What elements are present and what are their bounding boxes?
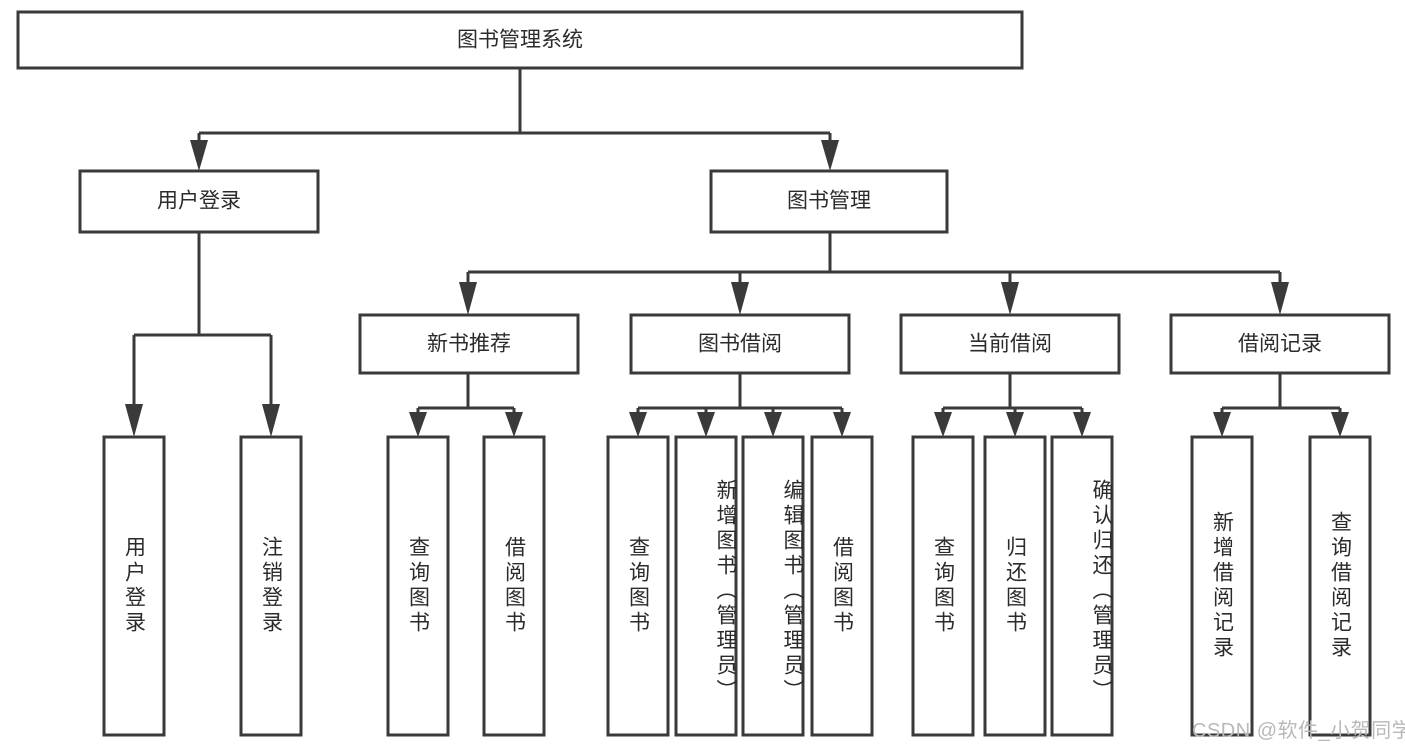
leaf-box-query-book-borrow[interactable] [606,435,670,737]
node-user-login-box [78,169,320,234]
arrow-head-leaf-return-book [1006,412,1024,437]
connector-book-management-to-level3 [459,232,1289,315]
arrow-head-leaf-edit-book-admin [764,412,782,437]
connector-current-borrow-to-leaves [934,373,1091,437]
node-book-management-label: 图书管理 [787,190,871,213]
arrow-head-user-login [190,140,208,171]
leaf-box-confirm-return-admin[interactable] [1050,435,1114,737]
arrow-head-leaf-borrow-book-recommend [505,412,523,437]
node-root[interactable]: 图书管理系统 [16,10,1024,70]
node-borrow-record-box [1169,313,1391,375]
arrow-head-leaf-query-book-borrow [629,412,647,437]
leaf-box-borrow-book[interactable] [810,435,874,737]
leaf-box-query-borrow-record[interactable] [1308,435,1372,737]
arrow-head-book-management [821,140,839,171]
node-new-book-recommend[interactable]: 新书推荐 [358,313,580,375]
leaf-box-edit-book-admin[interactable] [741,435,805,737]
arrow-head-leaf-add-borrow-record [1213,412,1231,437]
node-book-management[interactable]: 图书管理 [709,169,949,234]
leaf-box-add-borrow-record[interactable] [1190,435,1254,737]
node-borrow-record[interactable]: 借阅记录 [1169,313,1391,375]
csdn-watermark: CSDN @软件_小贺同学 [1192,720,1405,742]
arrow-head-new-book-recommend [459,282,477,315]
arrow-head-leaf-borrow-book [833,412,851,437]
arrow-head-leaf-query-book-recommend [409,412,427,437]
node-book-borrow-box [629,313,851,375]
leaf-box-return-book[interactable] [983,435,1047,737]
leaf-box-add-book-admin[interactable] [674,435,738,737]
arrow-head-leaf-user-login [125,404,143,437]
leaf-box-logout-login[interactable] [239,435,303,737]
arrow-head-borrow-record [1271,282,1289,315]
node-user-login[interactable]: 用户登录 [78,169,320,234]
leaf-box-borrow-book-recommend[interactable] [482,435,546,737]
node-new-book-recommend-label: 新书推荐 [427,333,511,356]
connector-root-to-level2 [190,68,839,171]
arrow-head-current-borrow [1001,282,1019,315]
connector-user-login-to-leaves [125,232,280,437]
arrow-head-leaf-confirm-return-admin [1073,412,1091,437]
arrow-head-leaf-query-borrow-record [1331,412,1349,437]
arrow-head-leaf-logout-login [262,404,280,437]
node-borrow-record-label: 借阅记录 [1238,333,1322,356]
connector-borrow-record-to-leaves [1213,373,1349,437]
connector-new-book-recommend-to-leaves [409,373,523,437]
leaf-box-query-book-current[interactable] [911,435,975,737]
node-book-management-box [709,169,949,234]
node-current-borrow[interactable]: 当前借阅 [899,313,1121,375]
leaf-box-query-book-recommend[interactable] [386,435,450,737]
node-new-book-recommend-box [358,313,580,375]
node-root-label: 图书管理系统 [457,29,583,52]
leaf-boxes [102,435,1372,737]
node-book-borrow[interactable]: 图书借阅 [629,313,851,375]
node-book-borrow-label: 图书借阅 [698,333,782,356]
node-current-borrow-box [899,313,1121,375]
connector-book-borrow-to-leaves [629,373,851,437]
node-current-borrow-label: 当前借阅 [968,333,1052,356]
node-user-login-label: 用户登录 [157,190,241,213]
arrow-head-book-borrow [731,282,749,315]
leaf-box-user-login[interactable] [102,435,166,737]
arrow-head-leaf-add-book-admin [697,412,715,437]
node-root-box [16,10,1024,70]
arrow-head-leaf-query-book-current [934,412,952,437]
